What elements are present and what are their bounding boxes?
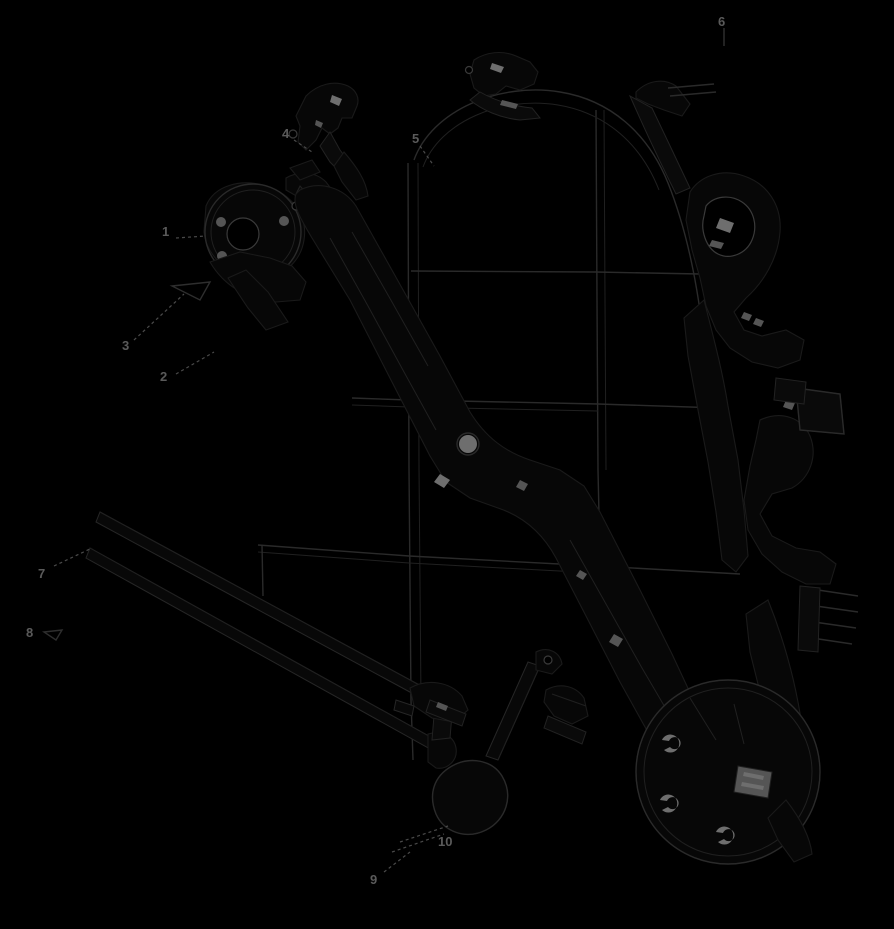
callout-4: 4 [282, 126, 313, 153]
callout-3: 3 [122, 281, 212, 353]
leader-line-1 [175, 235, 207, 239]
callout-9: 9 [370, 851, 411, 887]
callout-label-1: 1 [162, 224, 169, 239]
leader-arrow-8 [42, 629, 64, 641]
misc-bracket-group [628, 80, 807, 405]
callout-label-2: 2 [160, 369, 167, 384]
leader-line-2 [175, 351, 215, 375]
callout-5: 5 [412, 131, 435, 167]
upper-mount-bracket-right [464, 51, 541, 121]
leader-line-10 [399, 825, 449, 843]
callout-label-5: 5 [412, 131, 419, 146]
steering-knuckle-yoke [683, 172, 859, 787]
shock-absorber [431, 649, 563, 835]
callout-group: 1 2 3 4 5 6 7 8 [26, 14, 725, 887]
callout-label-9: 9 [370, 872, 377, 887]
pivot-bolt [459, 435, 477, 453]
callout-label-3: 3 [122, 338, 129, 353]
callout-7: 7 [38, 547, 93, 581]
fender-arc-inner [422, 102, 660, 191]
frame-rail-horizontal-upper [410, 270, 701, 275]
frame-rail-horizontal-lower [257, 544, 741, 575]
frame-rail-cross-stub [261, 544, 264, 597]
upper-mount-bracket-left [288, 82, 369, 201]
leader-line-3 [133, 293, 185, 341]
callout-label-7: 7 [38, 566, 45, 581]
callout-label-8: 8 [26, 625, 33, 640]
callout-1: 1 [162, 224, 207, 239]
brake-drum-hub [635, 679, 821, 865]
leader-line-4 [293, 139, 313, 153]
frame-rail-group [257, 89, 741, 761]
leader-line-7 [53, 547, 93, 567]
leader-line-5 [419, 145, 435, 167]
callout-6: 6 [718, 14, 725, 46]
fender-arc [413, 89, 707, 361]
callout-2: 2 [160, 351, 215, 384]
callout-8: 8 [26, 625, 64, 641]
callout-label-6: 6 [718, 14, 725, 29]
spring-seat-pad [393, 681, 589, 745]
frame-rail-horizontal-mid [351, 397, 721, 409]
callout-label-10: 10 [438, 834, 452, 849]
leader-arrow-3 [169, 281, 212, 301]
frame-rail-vertical-edge [417, 162, 422, 701]
frame-rail-horizontal-lower-edge [257, 551, 598, 574]
callout-10: 10 [391, 825, 452, 853]
bearing-housing-flange [203, 182, 307, 331]
callout-label-4: 4 [282, 126, 290, 141]
frame-rail-vertical-2-edge [603, 109, 607, 471]
